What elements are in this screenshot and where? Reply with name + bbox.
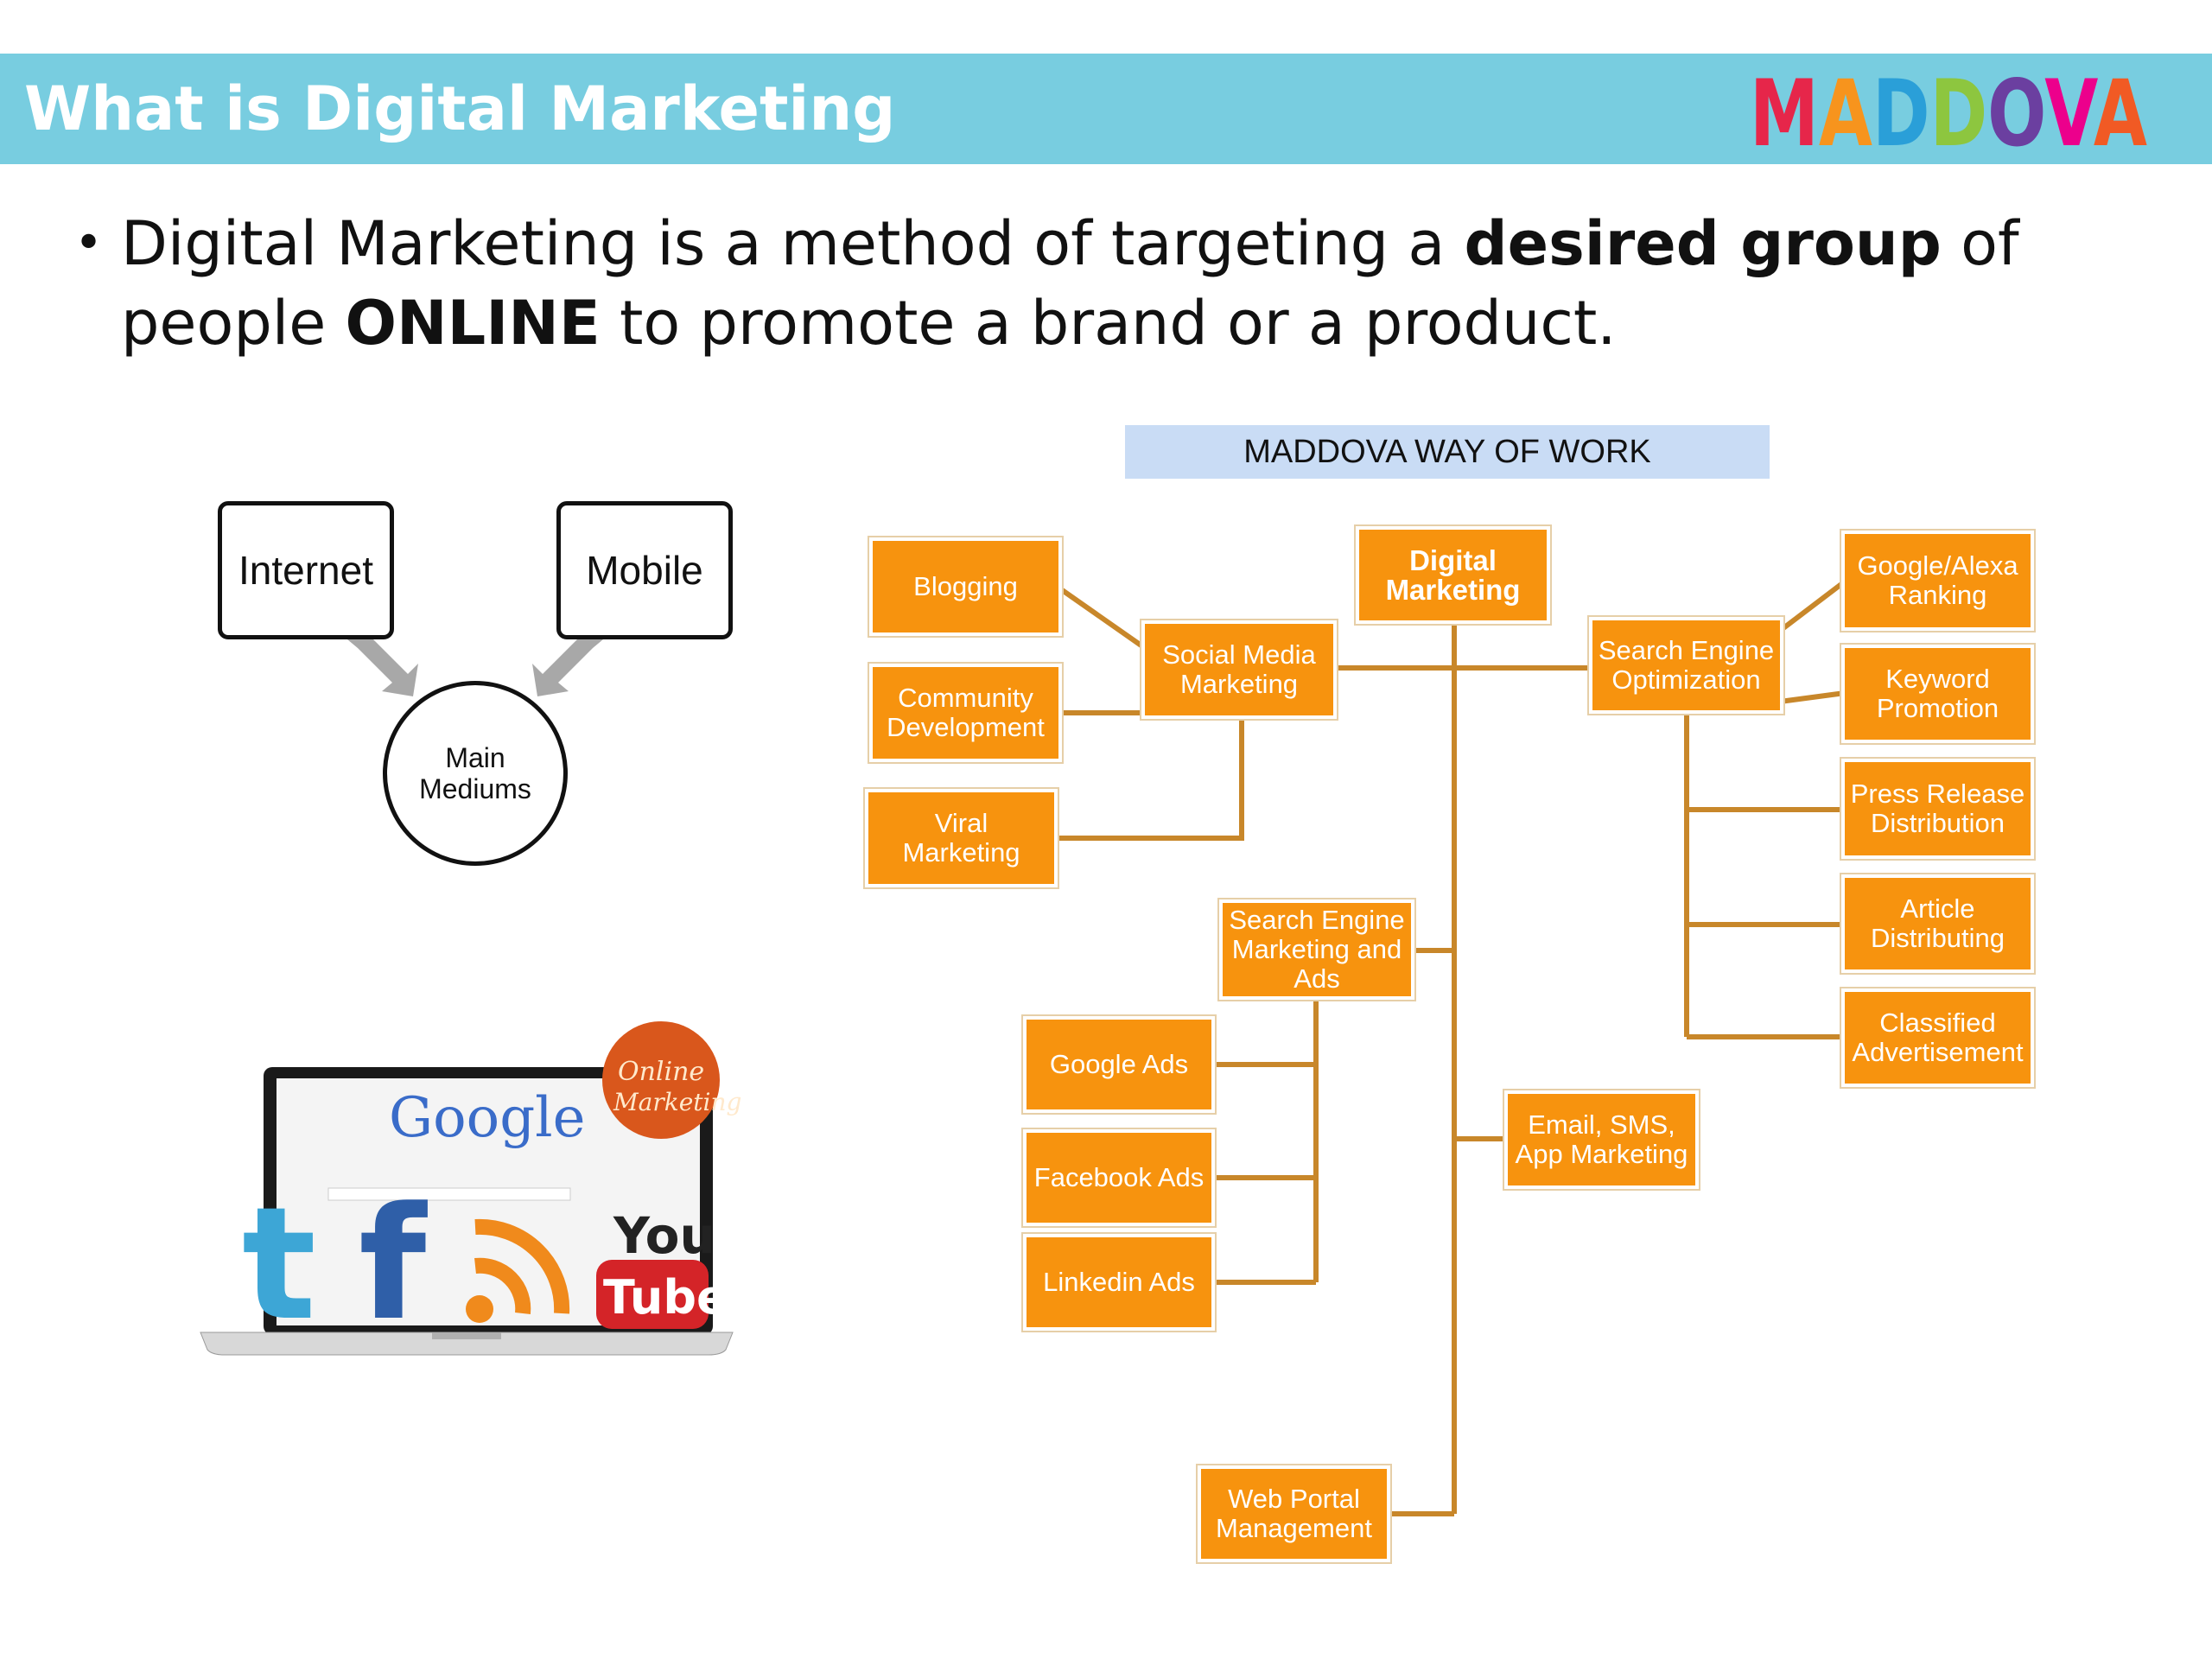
node-article-distributing: Article Distributing <box>1845 878 2031 969</box>
node-social-media-marketing: Social Media Marketing <box>1145 624 1333 715</box>
node-email-sms-app-marketing: Email, SMS, App Marketing <box>1508 1094 1695 1185</box>
page-title: What is Digital Marketing <box>24 73 896 144</box>
arrow-internet-to-center <box>347 639 418 696</box>
bullet-text-part1: Digital Marketing is a method of targeti… <box>121 208 1465 279</box>
node-facebook-ads: Facebook Ads <box>1027 1133 1211 1223</box>
header-bar: What is Digital Marketing MADDOVA <box>0 54 2212 164</box>
arrow-mobile-to-center <box>532 639 603 696</box>
node-search-engine-optimization: Search Engine Optimization <box>1592 620 1780 710</box>
internet-box: Internet <box>218 501 394 639</box>
node-digital-marketing: Digital Marketing <box>1359 530 1547 620</box>
logo-letter: A <box>1819 69 1872 156</box>
connector-google-alexa <box>1778 579 1847 633</box>
logo-letter: D <box>1872 69 1930 156</box>
node-press-release-distribution: Press Release Distribution <box>1845 762 2031 855</box>
rss-icon <box>466 1218 570 1323</box>
badge-line1: Online <box>618 1057 704 1087</box>
twitter-icon: t <box>242 1174 316 1355</box>
logo-text: MADDOVA <box>1750 69 2147 156</box>
youtube-tube: Tube <box>603 1270 728 1325</box>
logo-letter: V <box>2044 69 2098 156</box>
google-logo: Google <box>389 1086 586 1150</box>
connector-viral <box>1054 717 1244 841</box>
laptop-base <box>200 1332 734 1356</box>
logo-letter: M <box>1750 69 1819 156</box>
bullet-icon: • <box>74 215 104 271</box>
badge-line2: Marketing <box>613 1088 741 1116</box>
youtube-tube-bg <box>596 1260 709 1329</box>
mobile-label: Mobile <box>586 548 703 593</box>
logo-letter: D <box>1930 69 1988 156</box>
bullet-bold-online: ONLINE <box>345 288 601 359</box>
node-google-alexa-ranking: Google/Alexa Ranking <box>1845 534 2031 627</box>
connector-keyword <box>1779 690 1846 704</box>
bullet-bold-desired-group: desired group <box>1464 208 1942 279</box>
node-linkedin-ads: Linkedin Ads <box>1027 1237 1211 1327</box>
maddova-logo: MADDOVA <box>1750 69 2147 156</box>
bullet-text-part3: to promote a brand or a product. <box>600 288 1617 359</box>
node-blogging: Blogging <box>873 541 1058 632</box>
laptop-illustration: Google Online Marketing t f You Tube <box>200 1021 741 1356</box>
node-viral-marketing: Viral Marketing <box>868 792 1054 884</box>
mobile-box: Mobile <box>556 501 733 639</box>
search-bar <box>327 1187 571 1201</box>
node-community-development: Community Development <box>873 667 1058 759</box>
laptop-notch <box>432 1332 501 1339</box>
main-mediums-circle: Main Mediums <box>383 681 568 866</box>
connector-blogging <box>1057 585 1147 651</box>
logo-letter: O <box>1987 69 2044 156</box>
node-keyword-promotion: Keyword Promotion <box>1845 648 2031 740</box>
internet-label: Internet <box>238 548 373 593</box>
node-web-portal-management: Web Portal Management <box>1201 1469 1387 1559</box>
node-classified-advertisement: Classified Advertisement <box>1845 992 2031 1084</box>
online-marketing-badge <box>602 1021 720 1139</box>
bullet-text-part2: of people <box>121 208 2019 359</box>
youtube-you: You <box>613 1206 715 1265</box>
way-of-work-banner: MADDOVA WAY OF WORK <box>1125 425 1770 479</box>
node-google-ads: Google Ads <box>1027 1020 1211 1109</box>
facebook-icon: f <box>359 1174 428 1355</box>
definition-bullet: • Digital Marketing is a method of targe… <box>74 204 2152 363</box>
main-mediums-label: Main Mediums <box>419 742 531 804</box>
logo-letter: A <box>2094 69 2147 156</box>
node-search-engine-marketing: Search Engine Marketing and Ads <box>1223 903 1411 996</box>
